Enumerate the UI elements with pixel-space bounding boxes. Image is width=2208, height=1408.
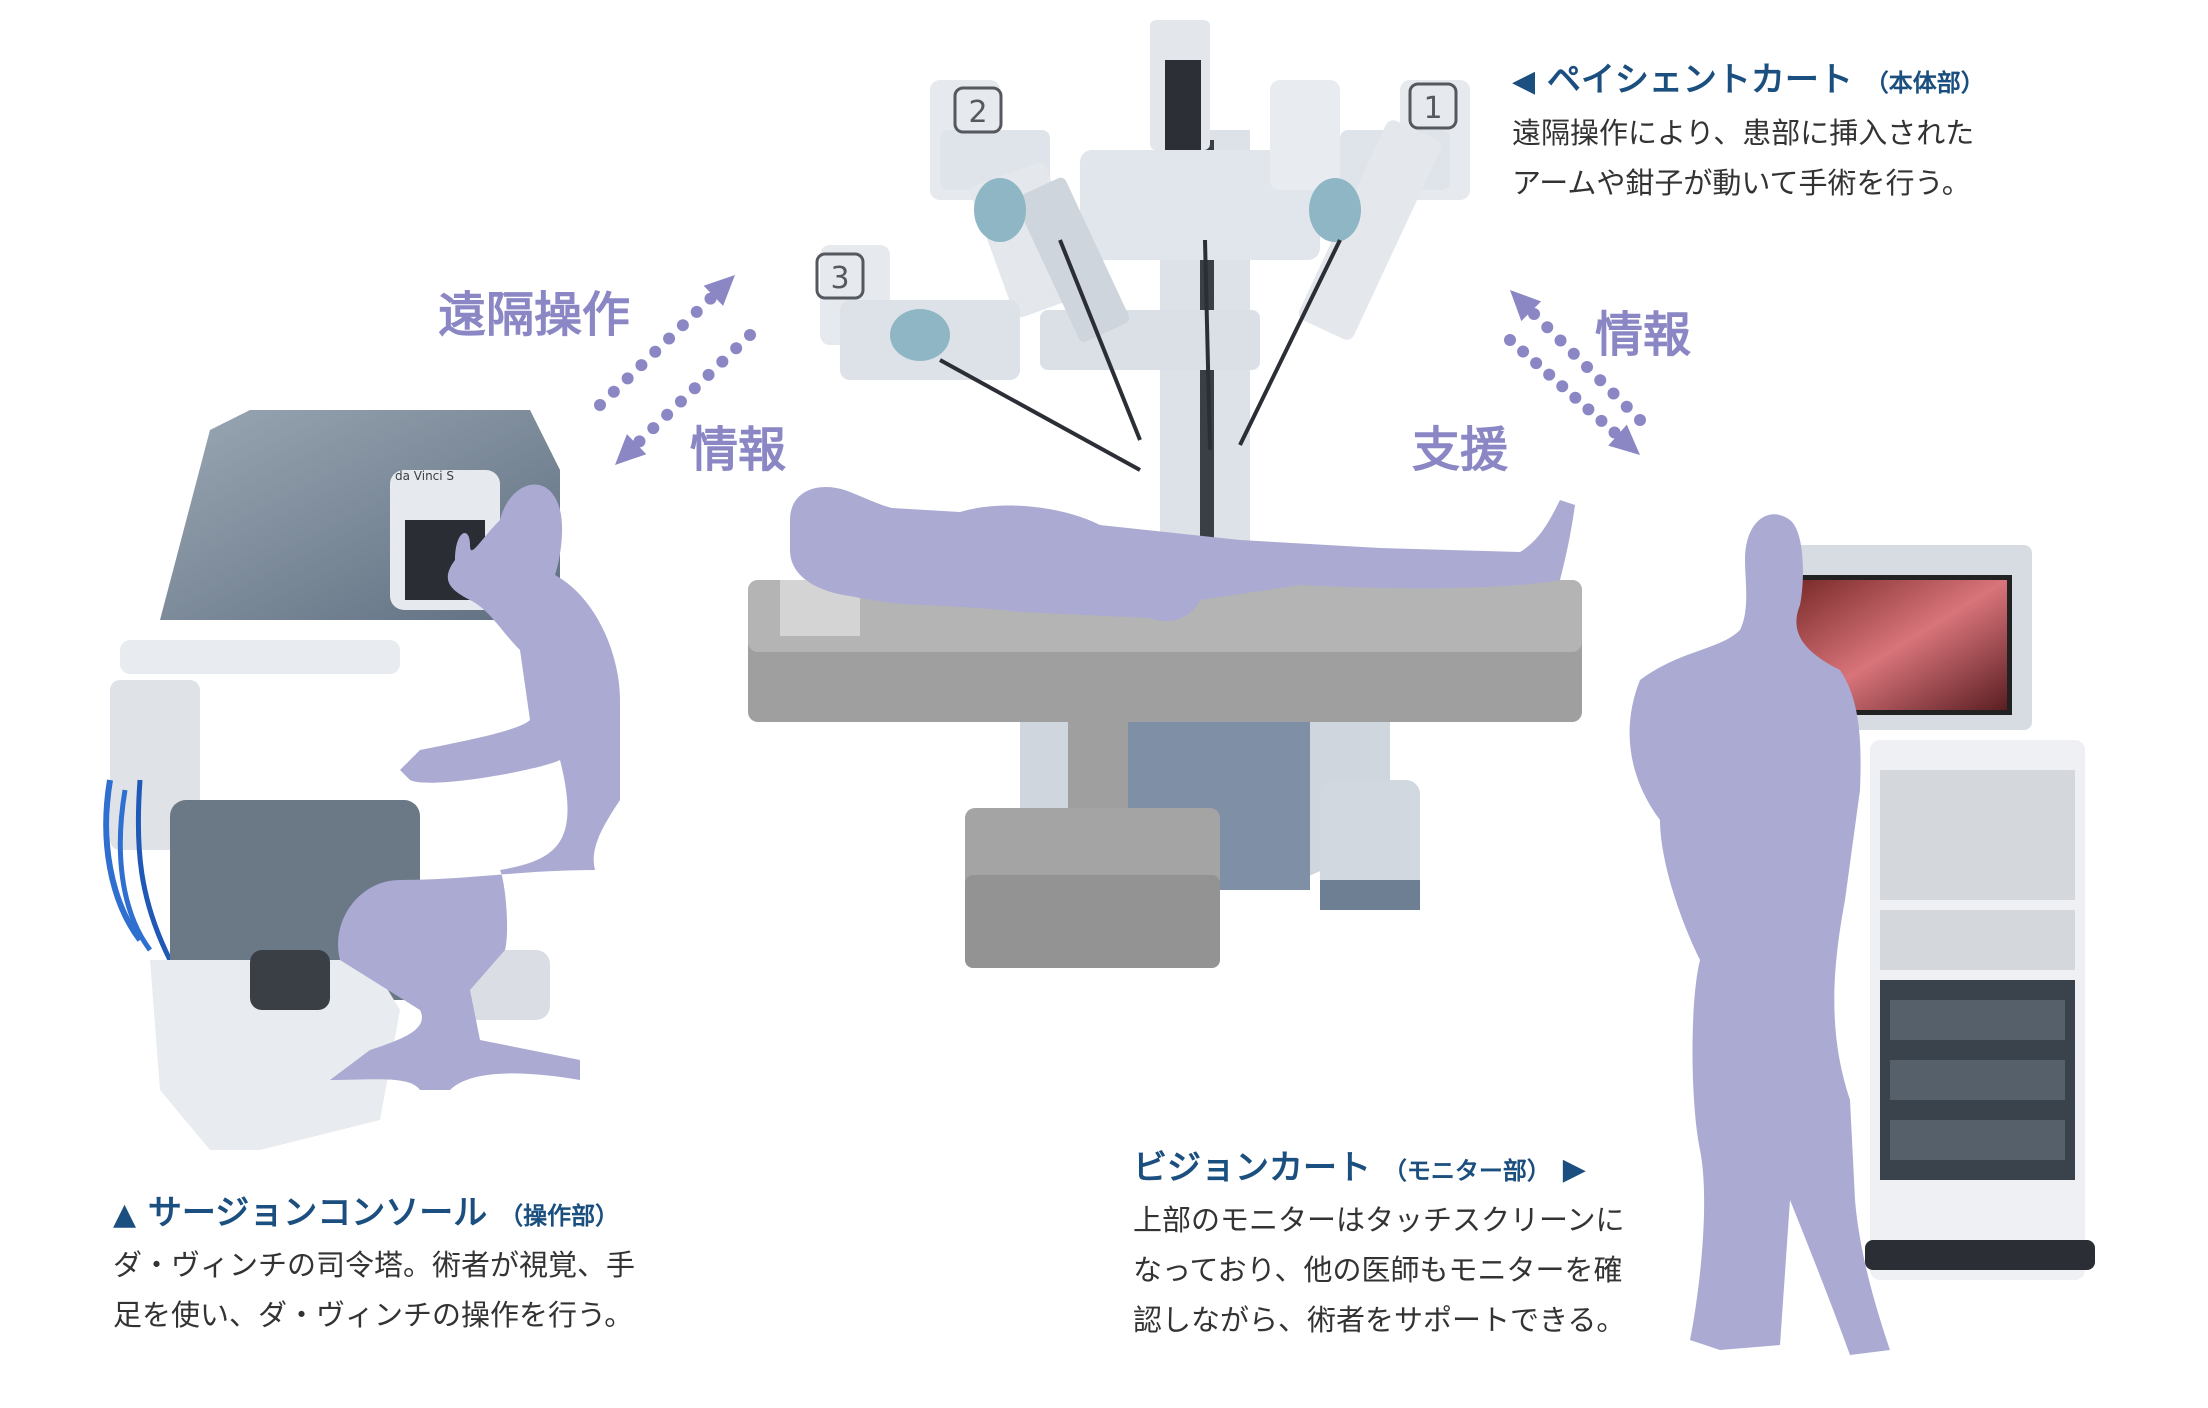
assistant-silhouette (1629, 514, 1890, 1355)
surgeon-console-heading: ▲ サージョンコンソール （操作部） (113, 1185, 619, 1234)
patient-cart-heading: ◀ ペイシェントカート （本体部） (1512, 52, 1985, 101)
flow-arrowhead-icon (1510, 290, 1542, 322)
flow-dot (1607, 387, 1620, 400)
arrow-support-to-assistant (1504, 334, 1640, 455)
flow-dot (702, 368, 715, 381)
surgeon-console-desc-line-1: ダ・ヴィンチの司令塔。術者が視覚、手 (113, 1248, 636, 1282)
surgeon-console-title: サージョンコンソール (147, 1193, 488, 1233)
surgeon-console-desc: ダ・ヴィンチの司令塔。術者が視覚、手 足を使い、ダ・ヴィンチの操作を行う。 (113, 1240, 635, 1340)
up-triangle-icon: ▲ (113, 1197, 137, 1232)
arm-3-label: 3 (830, 261, 849, 296)
flow-dot (1543, 368, 1556, 381)
flow-dot (1504, 334, 1516, 346)
patient-cart-title: ペイシェントカート (1546, 60, 1853, 100)
flow-dot (1581, 361, 1594, 374)
flow-dot (1567, 347, 1580, 360)
vision-cart-title: ビジョンカート (1133, 1148, 1371, 1188)
vision-cart-desc: 上部のモニターはタッチスクリーンに なっており、他の医師もモニターを確 認しなが… (1133, 1195, 1625, 1345)
flow-arrowhead-icon (615, 434, 647, 465)
flow-dot (1517, 345, 1530, 358)
flow-label-support: 支援 (1412, 422, 1509, 478)
flow-dot (744, 329, 756, 341)
flow-arrowhead-icon (703, 275, 735, 306)
flow-dot (1541, 321, 1554, 334)
flow-dot (1595, 414, 1608, 427)
flow-dot (730, 342, 743, 355)
flow-dot (635, 359, 648, 372)
flow-label-info-right: 情報 (1595, 307, 1692, 363)
flow-dot (1620, 400, 1633, 413)
surgeon-console-sub: （操作部） (499, 1202, 620, 1230)
surgeon-silhouette (330, 484, 620, 1090)
patient-cart-desc-line-1: 遠隔操作により、患部に挿入された (1512, 116, 1975, 150)
flow-dot (674, 395, 687, 408)
flow-dot (1594, 374, 1607, 387)
arrow-info-to-cart (1510, 290, 1646, 426)
flow-dot (649, 345, 662, 358)
flow-arrows (594, 275, 1646, 465)
arrow-remote-to-cart (594, 275, 735, 411)
patient-silhouette (790, 487, 1575, 621)
flow-dot (607, 385, 620, 398)
flow-dot (1530, 357, 1543, 370)
arm-2-label: 2 (968, 95, 987, 130)
vision-cart-desc-line-2: なっており、他の医師もモニターを確 (1133, 1253, 1623, 1287)
right-triangle-icon: ▶ (1562, 1152, 1586, 1187)
flow-dot (661, 408, 674, 421)
flow-dot (621, 372, 634, 385)
arm-1-label: 1 (1423, 91, 1442, 126)
patient-cart-desc: 遠隔操作により、患部に挿入された アームや鉗子が動いて手術を行う。 (1512, 108, 1974, 208)
flow-dot (676, 319, 689, 332)
flow-label-remote-operation: 遠隔操作 (438, 287, 631, 343)
flow-dot (690, 305, 703, 318)
flow-dot (647, 422, 660, 435)
flow-dot (688, 382, 701, 395)
flow-dot (716, 355, 729, 368)
flow-dot (663, 332, 676, 345)
vision-cart-desc-line-3: 認しながら、術者をサポートできる。 (1133, 1303, 1626, 1337)
patient-cart-robot: 2 1 3 (815, 20, 1470, 910)
flow-dot (594, 399, 606, 411)
vision-cart-heading: ビジョンカート （モニター部） ▶ (1133, 1140, 1586, 1189)
flow-dot (1634, 414, 1646, 426)
left-triangle-icon: ◀ (1512, 64, 1536, 99)
flow-label-info-left: 情報 (690, 422, 787, 478)
patient-cart-desc-line-2: アームや鉗子が動いて手術を行う。 (1512, 166, 1971, 200)
patient-cart-sub: （本体部） (1864, 69, 1985, 97)
flow-dot (1554, 334, 1567, 347)
flow-arrowhead-icon (1608, 424, 1640, 455)
console-brand-label: da Vinci S (395, 469, 454, 483)
flow-dot (1582, 403, 1595, 416)
surgeon-console-desc-line-2: 足を使い、ダ・ヴィンチの操作を行う。 (113, 1298, 634, 1332)
flow-dot (1556, 380, 1569, 393)
arrow-info-to-console (615, 329, 756, 465)
surgeon-console: da Vinci S (103, 410, 560, 1150)
vision-cart-desc-line-1: 上部のモニターはタッチスクリーンに (1133, 1203, 1625, 1237)
vision-cart (1770, 545, 2095, 1280)
flow-dot (1569, 391, 1582, 404)
vision-cart-sub: （モニター部） (1382, 1157, 1551, 1185)
